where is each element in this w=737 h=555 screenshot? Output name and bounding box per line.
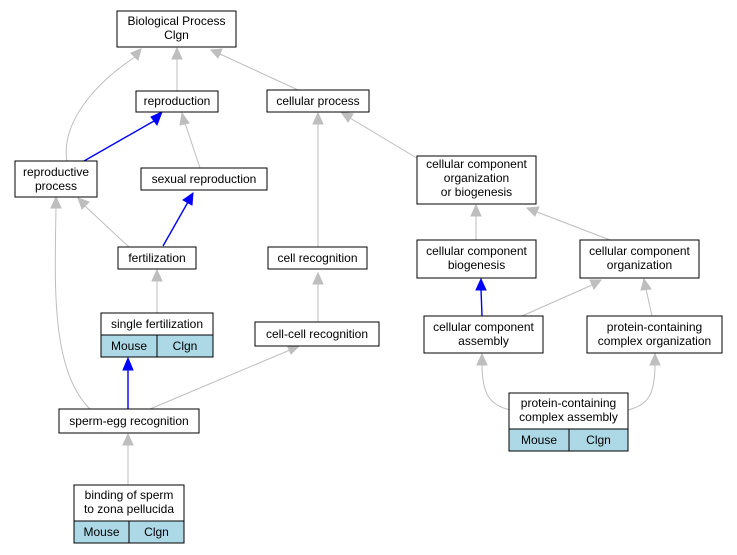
node-cellular-component-biogenesis[interactable]: cellular component biogenesis [416,239,537,279]
node-cell-recognition[interactable]: cell recognition [267,246,368,270]
node-single-fertilization[interactable]: single fertilization [100,312,214,336]
node-label: cellular component [426,244,527,258]
annotation-row-single-fertilization: Mouse Clgn [100,334,214,358]
node-label: complex assembly [519,410,618,424]
node-label: fertilization [128,251,185,265]
node-label: assembly [458,334,509,348]
node-label: biogenesis [448,258,505,272]
arrow-head [122,356,134,371]
arrow-head [339,111,354,123]
edge-pcc-assembly-to-cc-assembly [481,363,511,411]
arrow-head [476,352,488,366]
node-label: cellular component [426,157,527,171]
node-sexual-reproduction[interactable]: sexual reproduction [140,167,268,191]
node-label: cellular process [276,94,359,108]
node-cellular-process[interactable]: cellular process [266,89,370,113]
arrow-head [470,203,482,217]
arrow-head [525,206,540,217]
arrow-head [171,46,183,60]
edge-pcc-organization-to-cc-organization [645,288,653,317]
node-label: protein-containing [521,396,616,410]
node-label: protein-containing [607,320,702,334]
node-cellular-component-organization-or-biogenesis[interactable]: cellular component organization or bioge… [416,155,537,205]
annotation-row-binding-of-sperm-to-zona-pellucida: Mouse Clgn [73,520,185,544]
annotation-cell-clgn [568,428,629,452]
node-label: Biological Process [127,14,225,28]
node-protein-containing-complex-assembly[interactable]: protein-containing complex assembly [508,392,629,430]
annotation-label: Clgn [173,339,198,353]
node-label: Clgn [164,28,189,42]
edge-fertilization-to-sexual-reproduction [162,201,189,247]
node-reproduction[interactable]: reproduction [135,90,219,113]
node-label: single fertilization [111,317,203,331]
arrow-head [77,197,90,210]
annotation-cell-clgn [128,520,185,544]
node-fertilization[interactable]: fertilization [117,246,197,270]
edge-sexual-reproduction-to-reproduction [184,122,201,169]
node-reproductive-process[interactable]: reproductive process [14,160,98,198]
node-label: reproductive [23,165,89,179]
node-label: sexual reproduction [152,172,257,186]
node-label: organization [607,258,672,272]
arrow-head [182,191,194,206]
node-protein-containing-complex-organization[interactable]: protein-containing complex organization [586,315,723,354]
node-label: or biogenesis [441,185,512,199]
edge-cc-assembly-to-cc-organization [521,284,593,317]
arrow-head [640,277,652,291]
arrow-head [150,111,163,127]
node-label: sperm-egg recognition [69,414,188,428]
node-binding-of-sperm-to-zona-pellucida[interactable]: binding of sperm to zona pellucida [73,484,185,522]
edges [50,46,661,485]
annotation-label: Clgn [144,525,169,539]
node-cell-cell-recognition[interactable]: cell-cell recognition [254,321,380,347]
arrow-head [50,195,62,209]
annotation-label: Clgn [586,433,611,447]
annotation-label: Mouse [83,525,119,539]
node-sperm-egg-recognition[interactable]: sperm-egg recognition [58,408,200,434]
node-label: process [35,179,77,193]
edge-pcc-assembly-to-pcc-organization [627,363,656,411]
arrow-head [475,277,487,291]
arrow-head [122,432,134,446]
arrow-head [312,111,324,125]
node-label: binding of sperm [85,488,174,502]
annotation-label: Mouse [111,339,147,353]
node-label: reproduction [144,94,211,108]
edge-cc-organization-to-ccob [536,211,611,241]
node-label: cellular component [433,320,534,334]
edge-reproductive-process-to-reproduction [83,120,155,162]
arrow-head [130,48,142,61]
node-label: cell recognition [277,251,357,265]
edge-cc-assembly-to-cc-biogenesis [480,288,483,317]
arrow-head [179,111,190,126]
node-label: organization [444,171,509,185]
node-label: to zona pellucida [84,502,174,516]
arrow-head [209,48,223,59]
arrow-head [589,279,603,290]
edge-fertilization-to-reproductive-process [84,205,131,249]
edge-sperm-egg-recognition-to-cell-cell-recognition [149,349,291,410]
annotation-row-protein-containing-complex-assembly: Mouse Clgn [508,428,629,452]
edge-reproductive-process-to-biological-process [65,56,136,163]
node-label: cellular component [589,244,690,258]
node-biological-process[interactable]: Biological Process Clgn [116,10,237,48]
arrow-head [312,271,324,285]
annotation-label: Mouse [521,433,557,447]
arrow-head [151,268,163,282]
annotation-cell-clgn [156,334,214,358]
node-label: cell-cell recognition [266,327,368,341]
edge-ccob-to-cellular-process [349,117,421,161]
arrow-head [649,352,661,366]
edge-cellular-process-to-biological-process [219,53,299,91]
edge-sperm-egg-recognition-to-reproductive-process [54,206,91,410]
node-cellular-component-organization[interactable]: cellular component organization [579,239,700,279]
node-label: complex organization [598,334,711,348]
node-cellular-component-assembly[interactable]: cellular component assembly [423,315,544,354]
